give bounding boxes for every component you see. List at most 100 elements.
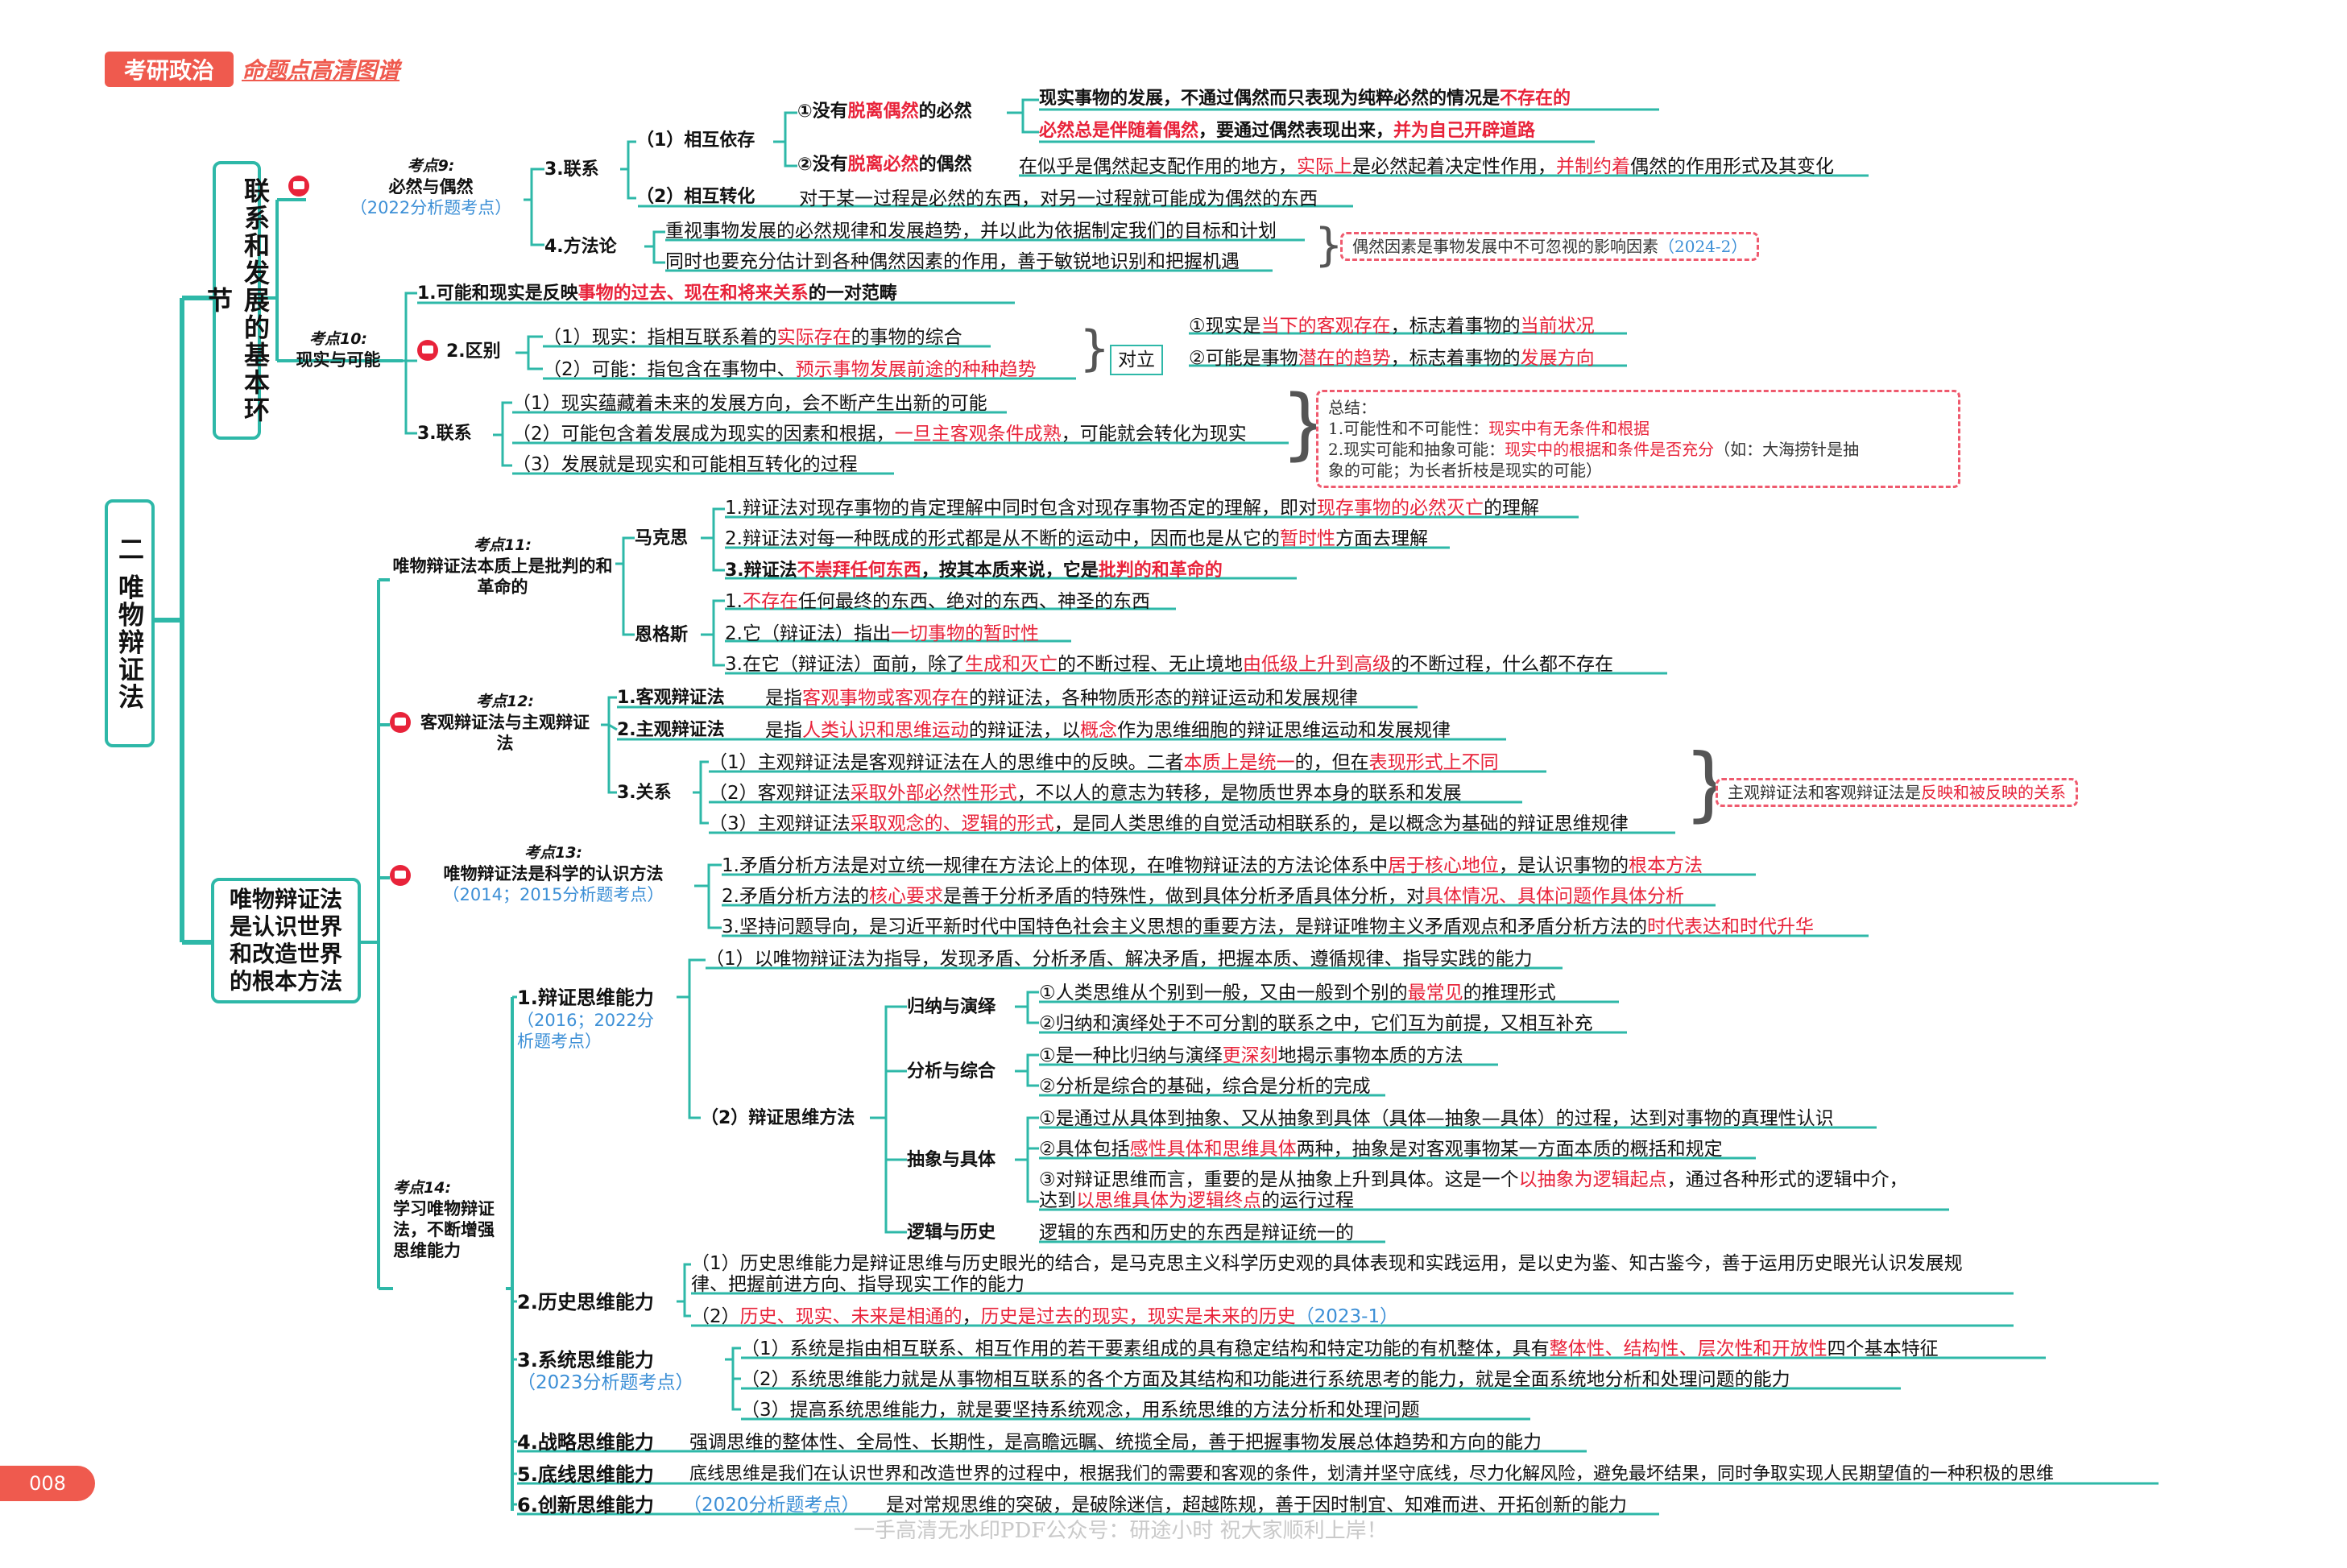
- connector-line: [638, 108, 1869, 208]
- k12-relation-a: （1）主观辩证法是客观辩证法在人的思维中的反映。二者本质上是统一的，但在表现形式…: [709, 752, 1499, 773]
- k11-engels: 恩格斯: [635, 625, 689, 645]
- kp13: 考点13:唯物辩证法是科学的认识方法（2014；2015分析题考点）: [442, 844, 664, 904]
- connector-line: [773, 111, 797, 168]
- k14-c3: 3.系统思维能力: [517, 1349, 654, 1371]
- k14-c2a2: 律、把握前进方向、指导现实工作的能力: [691, 1274, 1024, 1295]
- k14-m2: 分析与综合: [907, 1061, 996, 1082]
- connector-line: [722, 873, 1869, 937]
- k10-opposite-1: ①现实是当下的客观存在，标志着事物的当前状况: [1189, 316, 1595, 337]
- connector-line: [506, 997, 514, 1511]
- k14-m3a: ①是通过从具体到抽象、又从抽象到具体（具体—抽象—具体）的过程，达到对事物的真理…: [1039, 1108, 1834, 1129]
- k12-subjective: 2.主观辩证法: [617, 720, 725, 740]
- k9-no-necessity-text: 在似乎是偶然起支配作用的地方，实际上是必然起着决定性作用，并制约着偶然的作用形式…: [1019, 156, 1834, 177]
- connector-line: [1015, 1116, 1949, 1211]
- k14-c1-badge: （2016；2022分析题考点）: [517, 1011, 654, 1052]
- flag-icon: [288, 176, 309, 197]
- connector-line: [524, 168, 544, 201]
- connector-line: [725, 515, 1667, 675]
- k14-c3c: （2）系统思维能力就是从事物相互联系的各个方面及其结构和功能进行系统思考的能力，…: [741, 1369, 1790, 1390]
- k10-link: 3.联系: [417, 424, 472, 444]
- connector-line: [601, 696, 618, 794]
- connector-line: [694, 863, 722, 929]
- section-method: 唯物辩证法是认识世界和改造世界的根本方法: [211, 878, 361, 1003]
- k9-no-accident-text: 现实事物的发展，不通过偶然而只表现为纯粹必然的情况是不存在的: [1039, 89, 1571, 109]
- k9-method-b: 同时也要充分估计到各种偶然因素的作用，善于敏锐地识别和把握机遇: [665, 251, 1240, 272]
- k14-c4a: 强调思维的整体性、全局性、长期性，是高瞻远瞩、统揽全局，善于把握事物发展总体趋势…: [689, 1432, 1542, 1453]
- k12-subjective-text: 是指人类认识和思维运动的辩证法，以概念作为思维细胞的辩证思维运动和发展规律: [765, 720, 1451, 741]
- k14-c5: 5.底线思维能力: [517, 1463, 654, 1486]
- k14-m1a: ①人类思维从个别到一般，又由一般到个别的最常见的推理形式: [1039, 983, 1556, 1003]
- connector-line: [1007, 98, 1039, 134]
- k14-c3a: （1）系统是指由相互联系、相互作用的若干要素组成的具有稳定结构和特定功能的有机整…: [741, 1338, 1939, 1359]
- k14-m3c: ③对辩证思维而言，重要的是从抽象上升到具体。这是一个以抽象为逻辑起点，通过各种形…: [1039, 1169, 1908, 1190]
- connector-line: [1015, 1053, 1498, 1097]
- k14-m3: 抽象与具体: [907, 1150, 996, 1170]
- kp14: 考点14:学习唯物辩证法，不断增强思维能力: [393, 1179, 495, 1261]
- k14-m3b: ②具体包括感性具体和思维具体两种，抽象是对客观事物某一方面本质的概括和规定: [1039, 1139, 1723, 1160]
- page-number: 008: [0, 1466, 95, 1501]
- k13-b1: 1.矛盾分析方法是对立统一规律在方法论上的体现，在唯物辩证法的方法论体系中居于核…: [722, 855, 1703, 876]
- k9-method: 4.方法论: [544, 237, 617, 257]
- k11-m3: 3.辩证法不崇拜任何东西，按其本质来说，它是批判的和革命的: [725, 561, 1223, 581]
- connector-line: [870, 1005, 907, 1234]
- k10-link-b: （2）可能包含着发展成为现实的因素和根据，一旦主客观条件成熟，可能就会转化为现实: [512, 424, 1247, 445]
- connector-line: [677, 958, 1563, 1119]
- k11-m2: 2.辩证法对每一种既成的形式都是从不断的运动中，因而也是从它的暂时性方面去理解: [725, 528, 1428, 549]
- connector-line: [530, 200, 544, 246]
- k12-relation-c: （3）主观辩证法采取观念的、逻辑的形式，是同人类思维的自觉活动相联系的，是以概念…: [709, 813, 1629, 834]
- k9-no-necessity: ②没有脱离必然的偶然: [797, 155, 972, 175]
- flag-icon: [390, 865, 411, 886]
- k14-c3-badge: （2023分析题考点）: [517, 1372, 694, 1393]
- k13-b2: 2.矛盾分析方法的核心要求是善于分析矛盾的特殊性，做到具体分析矛盾具体分析，对具…: [722, 886, 1684, 907]
- connector-line: [615, 536, 635, 636]
- k12-objective: 1.客观辩证法: [617, 688, 725, 708]
- k14-c1a: （1）以唯物辩证法为指导，发现矛盾、分析矛盾、解决矛盾，把握本质、遵循规律、指导…: [706, 949, 1533, 970]
- connector-line: [644, 230, 1305, 272]
- k9-transform: （2）相互转化: [636, 187, 755, 207]
- k10-reality: （1）现实：指相互联系着的实际存在的事物的综合: [543, 327, 962, 348]
- header-badge: 考研政治: [105, 52, 234, 87]
- kp10: 考点10:现实与可能: [296, 330, 381, 370]
- connector-line: [517, 1450, 2159, 1516]
- k10-link-a: （1）现实蕴藏着未来的发展方向，会不断产生出新的可能: [512, 393, 987, 414]
- k14-m4: 逻辑与历史: [907, 1223, 996, 1243]
- k10-link-c: （3）发展就是现实和可能相互转化的过程: [512, 454, 858, 475]
- k11-marx: 马克思: [635, 528, 689, 548]
- header-subtitle: 命题点高清图谱: [242, 57, 400, 84]
- k14-c6: 6.创新思维能力: [517, 1494, 654, 1516]
- k9-note: 偶然因素是事物发展中不可忽视的影响因素（2024-2）: [1340, 232, 1760, 261]
- brace: }: [1079, 321, 1111, 377]
- connector-line: [725, 1347, 2046, 1421]
- k14-c2: 2.历史思维能力: [517, 1291, 654, 1314]
- k14-c6a: 是对常规思维的突破，是破除迷信，超越陈规，善于因时制宜、知难而进、开拓创新的能力: [886, 1495, 1627, 1516]
- k10-possibility: （2）可能：指包含在事物中、预示事物发展前途的种种趋势: [543, 359, 1037, 380]
- k14-m3c2: 达到以思维具体为逻辑终点的运行过程: [1039, 1190, 1354, 1211]
- k14-c2a: （1）历史思维能力是辩证思维与历史眼光的结合，是马克思主义科学历史观的具体表现和…: [691, 1253, 1963, 1274]
- connector-line: [701, 507, 725, 667]
- connector-line: [1189, 332, 1627, 367]
- k14-m1b: ②归纳和演绎处于不可分割的联系之中，它们互为前提，又相互补充: [1039, 1013, 1593, 1034]
- flag-icon: [417, 340, 438, 361]
- k10-opposite: 对立: [1110, 345, 1163, 376]
- k14-c1-method: （2）辩证思维方法: [701, 1108, 855, 1128]
- k10-opposite-2: ②可能是事物潜在的趋势，标志着事物的发展方向: [1189, 348, 1595, 369]
- kp11: 考点11:唯物辩证法本质上是批判的和革命的: [392, 536, 613, 597]
- k14-m2b: ②分析是综合的基础，综合是分析的完成: [1039, 1076, 1371, 1097]
- k14-c6-badge: （2020分析题考点）: [683, 1495, 860, 1516]
- k14-m4a: 逻辑的东西和历史的东西是辩证统一的: [1039, 1223, 1354, 1243]
- k11-e2: 2.它（辩证法）指出一切事物的暂时性: [725, 623, 1039, 644]
- connector-line: [677, 1263, 2014, 1327]
- connector-line: [620, 140, 636, 200]
- k14-c3d: （3）提高系统思维能力，就是要坚持系统观念，用系统思维的方法分析和处理问题: [741, 1400, 1420, 1421]
- k11-m1: 1.辩证法对现存事物的肯定理解中同时包含对现存事物否定的理解，即对现存事物的必然…: [725, 498, 1539, 519]
- connector-line: [512, 995, 517, 1506]
- k9-transform-text: 对于某一过程是必然的东西，对另一过程就可能成为偶然的东西: [799, 188, 1318, 209]
- chapter-title: 二 唯物辩证法: [105, 499, 155, 747]
- k14-c2b: （2）历史、现实、未来是相通的，历史是过去的现实，现实是未来的历史（2023-1…: [691, 1306, 1399, 1327]
- kp12: 考点12:客观辩证法与主观辩证法: [420, 693, 590, 753]
- footer-watermark: 一手高清无水印PDF公众号：研途小时 祝大家顺利上岸！: [854, 1519, 1388, 1543]
- kp9: 考点9:必然与偶然（2022分析题考点）: [350, 157, 512, 217]
- k9-method-a: 重视事物发展的必然规律和发展趋势，并以此为依据制定我们的目标和计划: [665, 221, 1277, 242]
- k14-c4: 4.战略思维能力: [517, 1431, 654, 1454]
